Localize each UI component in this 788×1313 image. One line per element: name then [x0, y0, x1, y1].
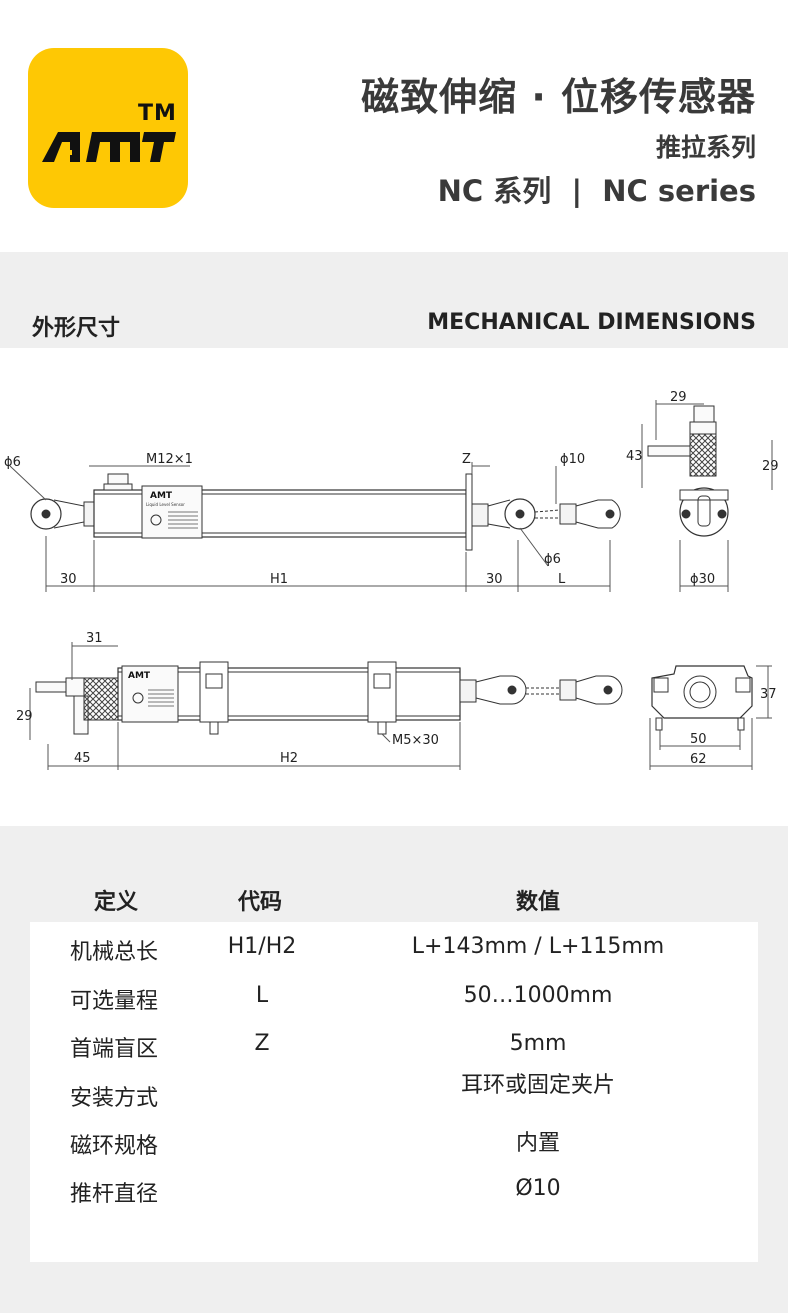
amt-logo: TM — [28, 48, 188, 208]
header: TM 磁致伸缩 · 位移传感器 推拉系列 NC 系列 | NC series — [0, 0, 788, 252]
top-view: AMT Liquid Level Sensor ϕ6 M12×1 Z ϕ10 ϕ… — [4, 452, 621, 592]
row-value: L+143mm / L+115mm — [411, 934, 665, 959]
table-header-value: 数值 — [515, 890, 561, 915]
page-title: 磁致伸缩 · 位移传感器 — [361, 75, 756, 119]
dim-end-height-left: 43 — [626, 449, 643, 464]
dim-rod-diameter: ϕ10 — [560, 452, 585, 467]
dim-dead-zone: Z — [462, 452, 471, 467]
section-title-cn: 外形尺寸 — [32, 316, 121, 341]
dim-rod-end-left: ϕ6 — [4, 455, 21, 470]
dim-body-length-h1: H1 — [270, 572, 288, 587]
row-name: 可选量程 — [70, 989, 159, 1014]
section-band — [0, 252, 788, 348]
row-name: 首端盲区 — [70, 1037, 159, 1062]
side-label-brand: AMT — [128, 671, 151, 681]
trademark-mark: TM — [138, 101, 177, 126]
side-view: AMT 31 29 45 H2 M5×30 — [16, 631, 623, 770]
row-value: 5mm — [509, 1031, 567, 1056]
mechanical-drawing: AMT Liquid Level Sensor ϕ6 M12×1 Z ϕ10 ϕ… — [0, 348, 788, 826]
dim-left-offset: 45 — [74, 751, 91, 766]
row-name: 机械总长 — [70, 940, 159, 965]
dim-body-length-h2: H2 — [280, 751, 298, 766]
dim-connector-length: 31 — [86, 631, 103, 646]
dim-end-width-top: 29 — [670, 390, 687, 405]
dim-connector-offset: 29 — [16, 709, 33, 724]
dim-end-height-right: 29 — [762, 459, 779, 474]
table-header-definition: 定义 — [94, 890, 139, 915]
table-header-code: 代码 — [238, 890, 283, 915]
dim-thread: M12×1 — [146, 452, 193, 467]
row-code: L — [255, 983, 269, 1008]
dim-bottom-inner-width: 50 — [690, 732, 707, 747]
row-name: 安装方式 — [70, 1086, 159, 1111]
dim-right-end: 30 — [486, 572, 503, 587]
label-plate-brand: AMT — [150, 491, 173, 501]
row-value: 内置 — [515, 1131, 561, 1156]
end-view-top: 29 43 29 ϕ30 — [626, 390, 779, 592]
page-subtitle: 推拉系列 — [655, 133, 756, 162]
dim-bottom-outer-width: 62 — [690, 752, 707, 767]
series-label: NC 系列 | NC series — [437, 174, 756, 208]
amt-wordmark-icon — [42, 132, 176, 162]
dim-screw: M5×30 — [392, 733, 439, 748]
row-value: Ø10 — [515, 1176, 561, 1201]
row-name: 磁环规格 — [70, 1134, 159, 1159]
row-code: H1/H2 — [227, 934, 297, 959]
row-value: 耳环或固定夹片 — [460, 1073, 616, 1098]
dim-bottom-height: 37 — [760, 687, 777, 702]
dimension-drawing-svg: AMT Liquid Level Sensor ϕ6 M12×1 Z ϕ10 ϕ… — [4, 390, 779, 770]
spec-table — [30, 922, 758, 1262]
dim-stroke-l: L — [558, 572, 566, 587]
dim-left-end: 30 — [60, 572, 77, 587]
row-code: Z — [254, 1031, 270, 1056]
label-plate-product: Liquid Level Sensor — [146, 502, 185, 507]
dim-rod-end-right: ϕ6 — [544, 552, 561, 567]
section-title-en: MECHANICAL DIMENSIONS — [427, 310, 756, 335]
dim-end-diameter: ϕ30 — [690, 572, 715, 587]
row-value: 50…1000mm — [463, 983, 613, 1008]
row-name: 推杆直径 — [70, 1182, 159, 1207]
end-view-bottom: 37 50 62 — [649, 665, 777, 770]
